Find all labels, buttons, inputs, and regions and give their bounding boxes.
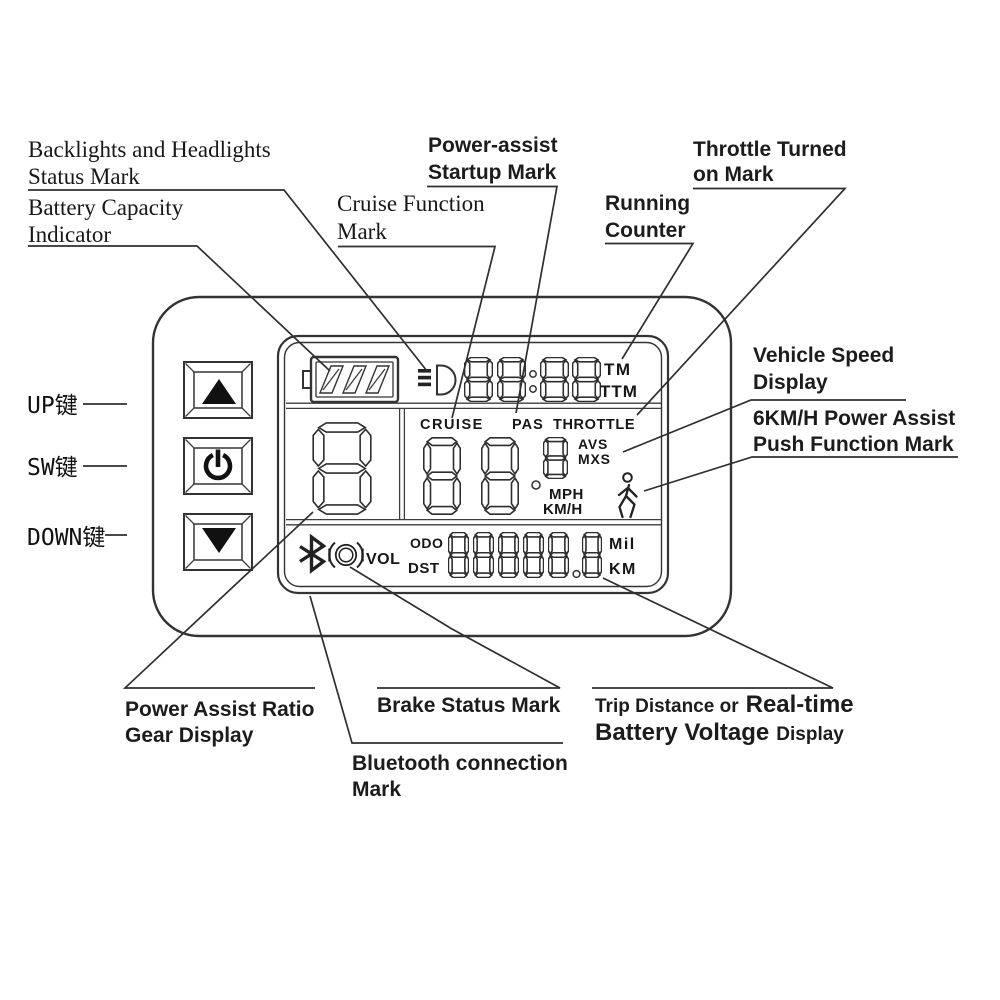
mil-label: Mil <box>609 536 636 553</box>
svg-text:Counter: Counter <box>605 219 686 242</box>
avs-label: AVS <box>578 436 608 452</box>
headlight-icon <box>418 364 457 396</box>
down-key-label: DOWN键 <box>27 525 105 551</box>
throttle-label: THROTTLE <box>553 417 635 433</box>
svg-text:Display: Display <box>753 371 828 394</box>
clock-colon <box>529 385 537 393</box>
annotation-push-assist: 6KM/H Power Assist <box>753 407 955 430</box>
decimal-point <box>572 569 581 579</box>
power-icon <box>203 449 233 481</box>
svg-text:on Mark: on Mark <box>693 163 774 186</box>
degree-dot <box>531 480 541 490</box>
mph-label: MPH <box>549 486 584 503</box>
leader-vehicle-speed <box>622 399 906 453</box>
annotation-labels: Backlights and Headlights Status Mark Ba… <box>27 134 955 801</box>
clock-display <box>464 357 601 402</box>
annotation-bluetooth: Bluetooth connection <box>352 752 568 775</box>
mxs-label: MXS <box>578 451 611 467</box>
annotation-brake: Brake Status Mark <box>377 694 561 717</box>
leader-bluetooth <box>309 595 563 744</box>
annotation-battery: Battery Capacity <box>28 195 184 220</box>
km-label: KM <box>609 561 637 578</box>
up-key-label: UP键 <box>27 393 78 419</box>
leader-trip <box>592 577 834 689</box>
cruise-label: CRUISE <box>420 417 484 433</box>
vol-label: VOL <box>366 551 400 568</box>
sw-key-label: SW键 <box>27 455 78 481</box>
bluetooth-icon <box>299 533 327 574</box>
svg-text:Status Mark: Status Mark <box>28 164 140 189</box>
leader-backlights <box>28 189 428 372</box>
lcd-panel: TM TTM CRUISE PAS THROTTLE AVS MXS MPH K… <box>276 334 670 595</box>
pas-label: PAS <box>512 417 544 433</box>
svg-text:Indicator: Indicator <box>28 222 111 247</box>
brake-icon <box>328 541 364 569</box>
svg-text:Gear Display: Gear Display <box>125 724 254 747</box>
leader-throttle <box>636 187 847 416</box>
annotation-cruise: Cruise Function <box>337 191 485 216</box>
leader-cruise <box>338 245 497 419</box>
battery-icon <box>302 355 400 404</box>
annotation-running-counter: Running <box>605 192 690 215</box>
power-button[interactable] <box>183 437 253 495</box>
up-button[interactable] <box>183 361 253 419</box>
svg-text:Mark: Mark <box>337 219 387 244</box>
down-button[interactable] <box>183 513 253 571</box>
walk-icon <box>617 472 638 519</box>
annotation-backlights: Backlights and Headlights <box>28 137 271 162</box>
svg-text:Startup Mark: Startup Mark <box>428 161 557 184</box>
svg-text:Mark: Mark <box>352 778 401 801</box>
leader-brake <box>349 566 561 689</box>
odo-label: ODO <box>410 535 443 551</box>
triangle-down-icon <box>202 528 236 553</box>
leader-running-counter <box>605 242 695 360</box>
annotation-power-assist: Power-assist <box>428 134 558 157</box>
device: TM TTM CRUISE PAS THROTTLE AVS MXS MPH K… <box>151 295 733 638</box>
leader-gear <box>122 511 315 689</box>
clock-colon <box>529 370 537 378</box>
annotation-vehicle-speed: Vehicle Speed <box>753 344 894 367</box>
dst-label: DST <box>408 560 440 577</box>
leader-push-assist <box>643 456 958 492</box>
kmh-label: KM/H <box>543 501 583 518</box>
annotation-throttle: Throttle Turned <box>693 138 847 161</box>
triangle-up-icon <box>202 379 236 404</box>
leader-battery <box>28 245 331 372</box>
annotation-gear: Power Assist Ratio <box>125 698 314 721</box>
ttm-label: TTM <box>600 382 638 401</box>
svg-text:Push Function Mark: Push Function Mark <box>753 433 954 456</box>
leader-power-assist <box>427 185 559 414</box>
tm-label: TM <box>604 360 632 379</box>
leader-lines <box>28 185 958 744</box>
odometer-display <box>448 532 602 579</box>
lcd-dividers <box>286 402 661 526</box>
